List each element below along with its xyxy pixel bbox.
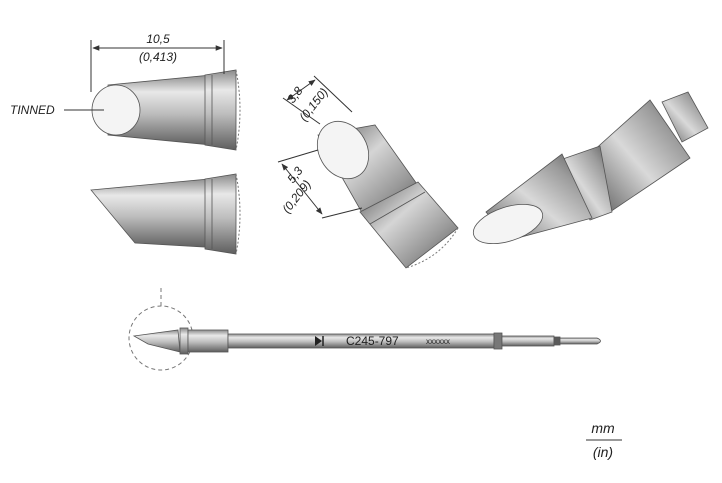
orientation-arrow-icon: [315, 336, 322, 346]
tip-perspective-view: [472, 91, 709, 245]
units-legend: mm (in): [586, 420, 622, 460]
tinned-callout: TINNED: [10, 103, 104, 117]
bevel-face: [316, 120, 370, 180]
tinned-label: TINNED: [10, 103, 55, 117]
dimension-face-width: 3,8 (0,150): [282, 75, 353, 125]
tip-side-view-tinned: [91, 69, 241, 151]
dimension-length-in: (0,413): [139, 50, 177, 64]
cartridge-full-view: C245-797 xxxxxx: [128, 288, 601, 371]
unit-in: (in): [593, 444, 613, 460]
tip-side-view-bevel: [90, 173, 241, 255]
tip-angled-view: [316, 120, 459, 269]
dimension-length: 10,5 (0,413): [90, 32, 225, 92]
dimension-length-mm: 10,5: [146, 32, 170, 46]
unit-mm: mm: [591, 420, 615, 436]
perspective-bevel-face: [472, 203, 544, 245]
part-number: C245-797: [346, 334, 399, 348]
serial-number: xxxxxx: [426, 337, 450, 346]
dimension-face-width-mm: 3,8: [284, 84, 306, 106]
